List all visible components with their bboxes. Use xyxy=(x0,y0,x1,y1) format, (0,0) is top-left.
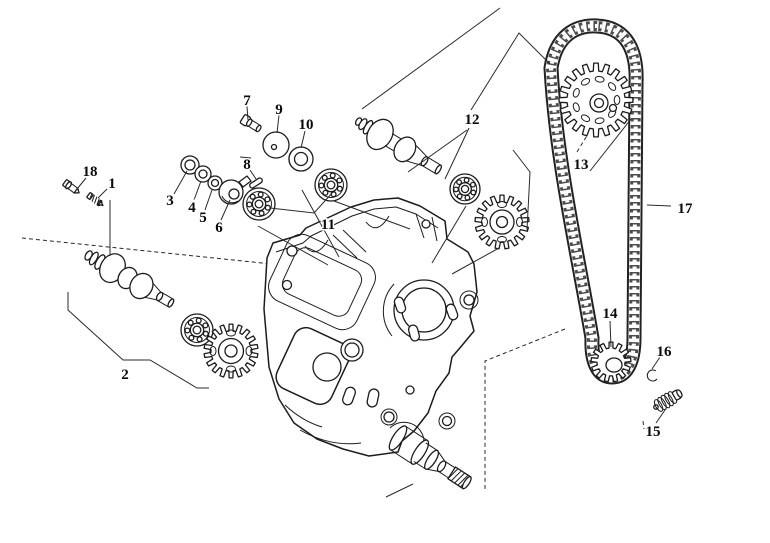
sprocket-left-cam xyxy=(203,323,259,379)
part-label-18: 18 xyxy=(83,164,98,180)
part-label-12: 12 xyxy=(465,112,480,128)
camshaft-right xyxy=(354,117,443,175)
leader-8 xyxy=(239,156,252,159)
leader-4 xyxy=(193,180,202,201)
bearing-12 xyxy=(449,173,481,205)
leader-13 xyxy=(512,149,531,231)
washer-4 xyxy=(194,165,212,183)
leader-7 xyxy=(246,105,249,121)
leader-10 xyxy=(300,130,306,149)
construction-line-2 xyxy=(642,420,645,430)
sprocket-right-cam xyxy=(474,194,530,250)
leader-15 xyxy=(655,409,666,424)
part-label-8: 8 xyxy=(243,157,251,173)
construction-line-0 xyxy=(21,237,311,269)
leader-12 xyxy=(361,7,501,110)
part-label-17: 17 xyxy=(678,201,694,217)
leader-5 xyxy=(204,189,213,211)
leader-17 xyxy=(646,204,672,207)
engine-block xyxy=(263,197,479,457)
part-label-14: 14 xyxy=(603,306,619,322)
part-label-10: 10 xyxy=(299,117,314,133)
construction-line-3 xyxy=(385,483,414,498)
leader-11 xyxy=(269,191,334,214)
bearing-left-cam xyxy=(180,313,214,347)
bearing-11-left xyxy=(242,187,276,221)
leader-guide xyxy=(257,225,329,266)
leader-18 xyxy=(76,177,87,190)
leader-lines xyxy=(67,7,672,424)
timing-chain xyxy=(543,18,644,385)
leader-2 xyxy=(67,292,209,389)
screw-18 xyxy=(62,179,80,194)
leader-8 xyxy=(249,169,257,180)
part-label-7: 7 xyxy=(243,93,251,109)
part-label-13: 13 xyxy=(574,157,589,173)
leader-9 xyxy=(276,114,280,134)
bolt-7 xyxy=(239,114,262,133)
washer-5 xyxy=(207,175,223,191)
leader-guide xyxy=(431,205,467,264)
leader-13 xyxy=(589,118,632,172)
bearing-11-right xyxy=(314,168,348,202)
leader-1 xyxy=(97,188,108,199)
part-label-2: 2 xyxy=(121,367,129,383)
leader-14 xyxy=(609,320,612,348)
cam-sprocket-13 xyxy=(558,62,634,138)
leader-guide xyxy=(333,200,411,230)
leader-guide xyxy=(301,189,340,258)
camshaft-left xyxy=(84,250,175,308)
crank-sprocket-14 xyxy=(590,341,632,383)
ring-nut-3 xyxy=(180,155,200,175)
tensioner-spring-15 xyxy=(653,389,683,412)
spacer-collar-10 xyxy=(288,146,314,172)
leader-guide xyxy=(451,247,500,275)
part-label-15: 15 xyxy=(646,424,661,440)
part-label-1: 1 xyxy=(108,176,116,192)
leader-12 xyxy=(407,129,468,173)
part-label-11: 11 xyxy=(321,217,335,233)
construction-lines xyxy=(21,237,645,498)
leader-12 xyxy=(470,32,551,111)
part-label-9: 9 xyxy=(275,102,283,118)
part-label-5: 5 xyxy=(199,210,207,226)
part-label-3: 3 xyxy=(166,193,174,209)
dowel-pin-8 xyxy=(249,177,263,189)
leader-16 xyxy=(651,356,661,370)
leader-12 xyxy=(444,127,470,180)
clip-16 xyxy=(646,369,658,382)
part-label-16: 16 xyxy=(657,344,673,360)
leader-6 xyxy=(220,199,231,221)
construction-line-1 xyxy=(484,328,566,492)
plate-disc-9 xyxy=(262,131,290,159)
crankshaft xyxy=(388,425,472,490)
part-label-4: 4 xyxy=(188,200,196,216)
spring-plunger-1 xyxy=(86,192,104,207)
rotor-6 xyxy=(218,175,252,205)
leader-3 xyxy=(173,170,188,195)
leader-13 xyxy=(576,133,589,153)
part-label-6: 6 xyxy=(215,220,223,236)
